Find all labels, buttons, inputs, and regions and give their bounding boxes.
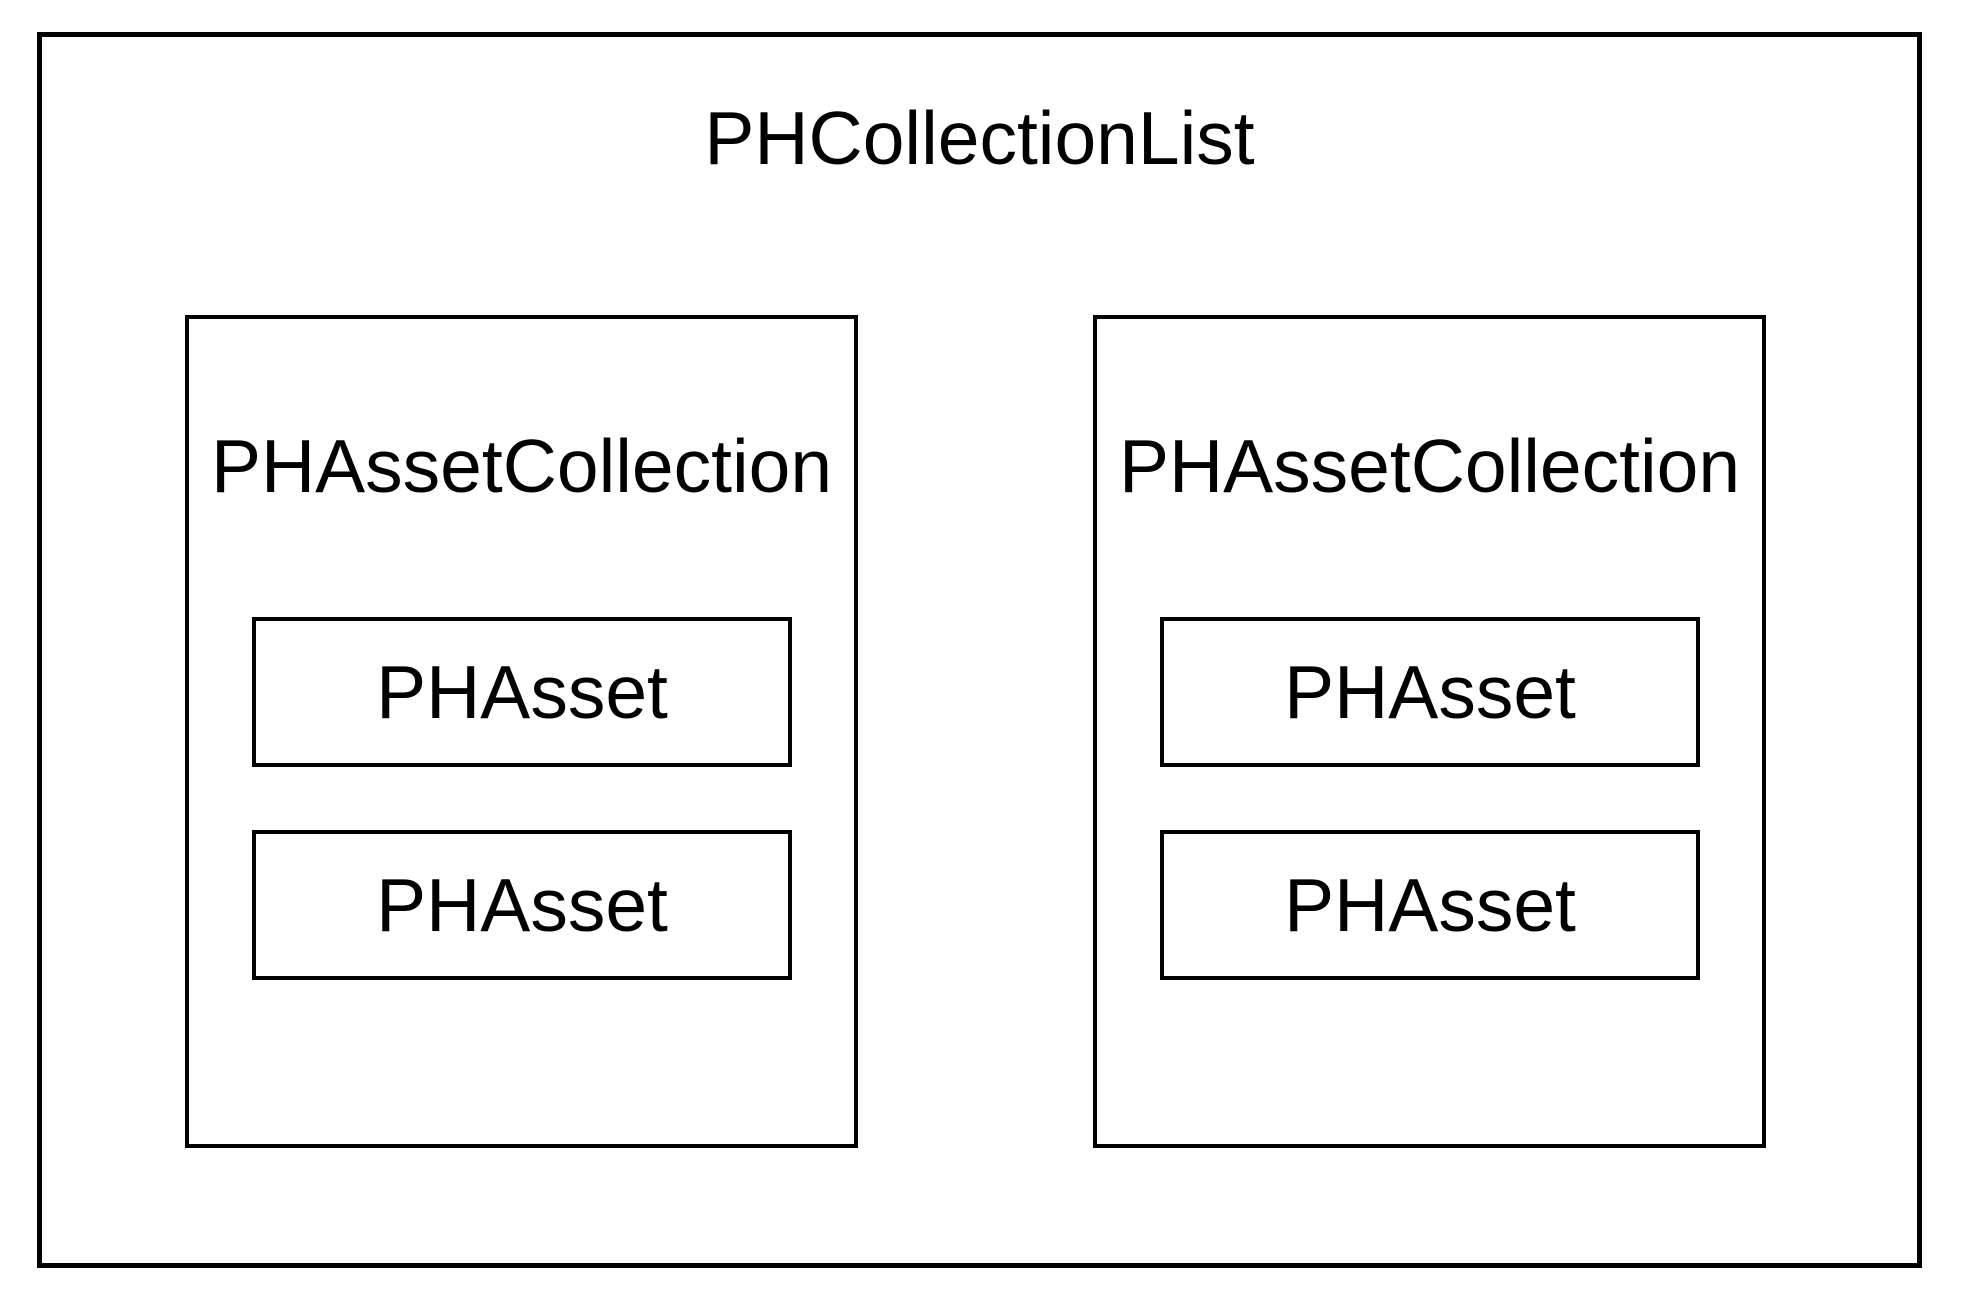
phasset-box-1-2: PHAsset [252,830,792,980]
phasset-box-2-1: PHAsset [1160,617,1700,767]
phasset-label-2-1: PHAsset [1284,649,1576,734]
phassetcollection-label-1: PHAssetCollection [210,424,833,508]
phassetcollection-box-2: PHAssetCollection PHAsset PHAsset [1093,315,1766,1148]
phassetcollection-box-1: PHAssetCollection PHAsset PHAsset [185,315,858,1148]
phassetcollection-label-2: PHAssetCollection [1118,424,1741,508]
phcollectionlist-label: PHCollectionList [704,96,1255,180]
phasset-box-2-2: PHAsset [1160,830,1700,980]
phasset-box-1-1: PHAsset [252,617,792,767]
phasset-label-1-1: PHAsset [376,649,668,734]
phasset-label-1-2: PHAsset [376,862,668,947]
phcollectionlist-box: PHCollectionList PHAssetCollection PHAss… [37,32,1922,1268]
phasset-label-2-2: PHAsset [1284,862,1576,947]
